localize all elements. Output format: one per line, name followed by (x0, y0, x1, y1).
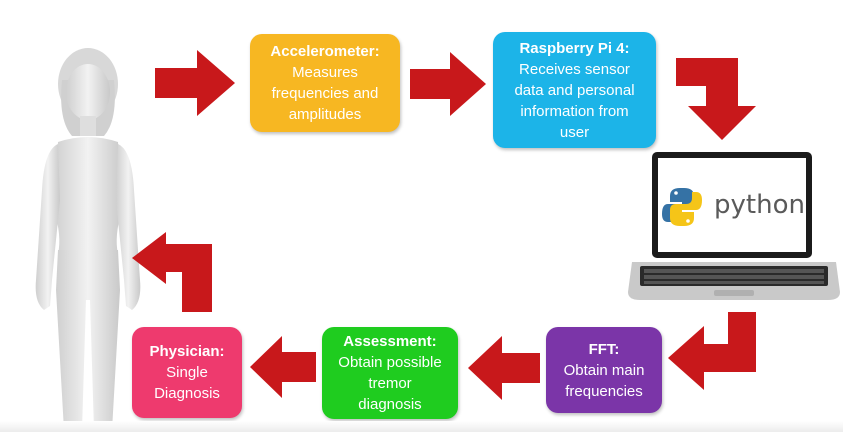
physician-line: Single (166, 364, 208, 381)
accelerometer-line: Measures (292, 64, 358, 81)
physician-box: Physician: Single Diagnosis (132, 327, 242, 418)
fft-line: frequencies (565, 382, 643, 400)
arrow-raspberry-to-laptop (676, 58, 756, 140)
fft-line: Obtain main (563, 361, 645, 379)
assessment-line: Obtain possible (338, 354, 442, 371)
accelerometer-line: frequencies and (271, 85, 379, 102)
floor-shadow (0, 421, 843, 432)
fft-title: FFT: (588, 340, 620, 358)
assessment-title: Assessment: (343, 333, 437, 350)
raspberry-pi-line: user (559, 123, 590, 141)
python-logo-icon (662, 188, 702, 226)
person-figure-icon (35, 48, 141, 432)
accelerometer-title: Accelerometer: (270, 43, 380, 60)
raspberry-pi-box: Raspberry Pi 4: Receives sensor data and… (493, 32, 656, 148)
arrow-fft-to-assessment (468, 336, 540, 400)
arrow-accelerometer-to-raspberry (410, 52, 486, 116)
arrow-physician-to-person (132, 232, 212, 312)
assessment-line: tremor (368, 375, 412, 392)
python-text: python (714, 190, 805, 220)
accelerometer-line: amplitudes (288, 106, 362, 123)
arrow-assessment-to-physician (250, 336, 316, 398)
fft-box: FFT: Obtain main frequencies (546, 327, 662, 413)
physician-title: Physician: (149, 343, 225, 360)
raspberry-pi-line: data and personal (514, 81, 635, 99)
accelerometer-box: Accelerometer: Measures frequencies and … (250, 34, 400, 132)
raspberry-pi-title: Raspberry Pi 4: (519, 39, 630, 57)
laptop-icon: python (628, 152, 840, 300)
arrow-laptop-to-fft (668, 312, 756, 390)
assessment-line: diagnosis (358, 396, 422, 413)
raspberry-pi-line: information from (520, 102, 629, 120)
arrow-person-to-accelerometer (155, 50, 235, 116)
physician-line: Diagnosis (154, 385, 220, 402)
raspberry-pi-line: Receives sensor (519, 60, 630, 78)
assessment-box: Assessment: Obtain possible tremor diagn… (322, 327, 458, 419)
